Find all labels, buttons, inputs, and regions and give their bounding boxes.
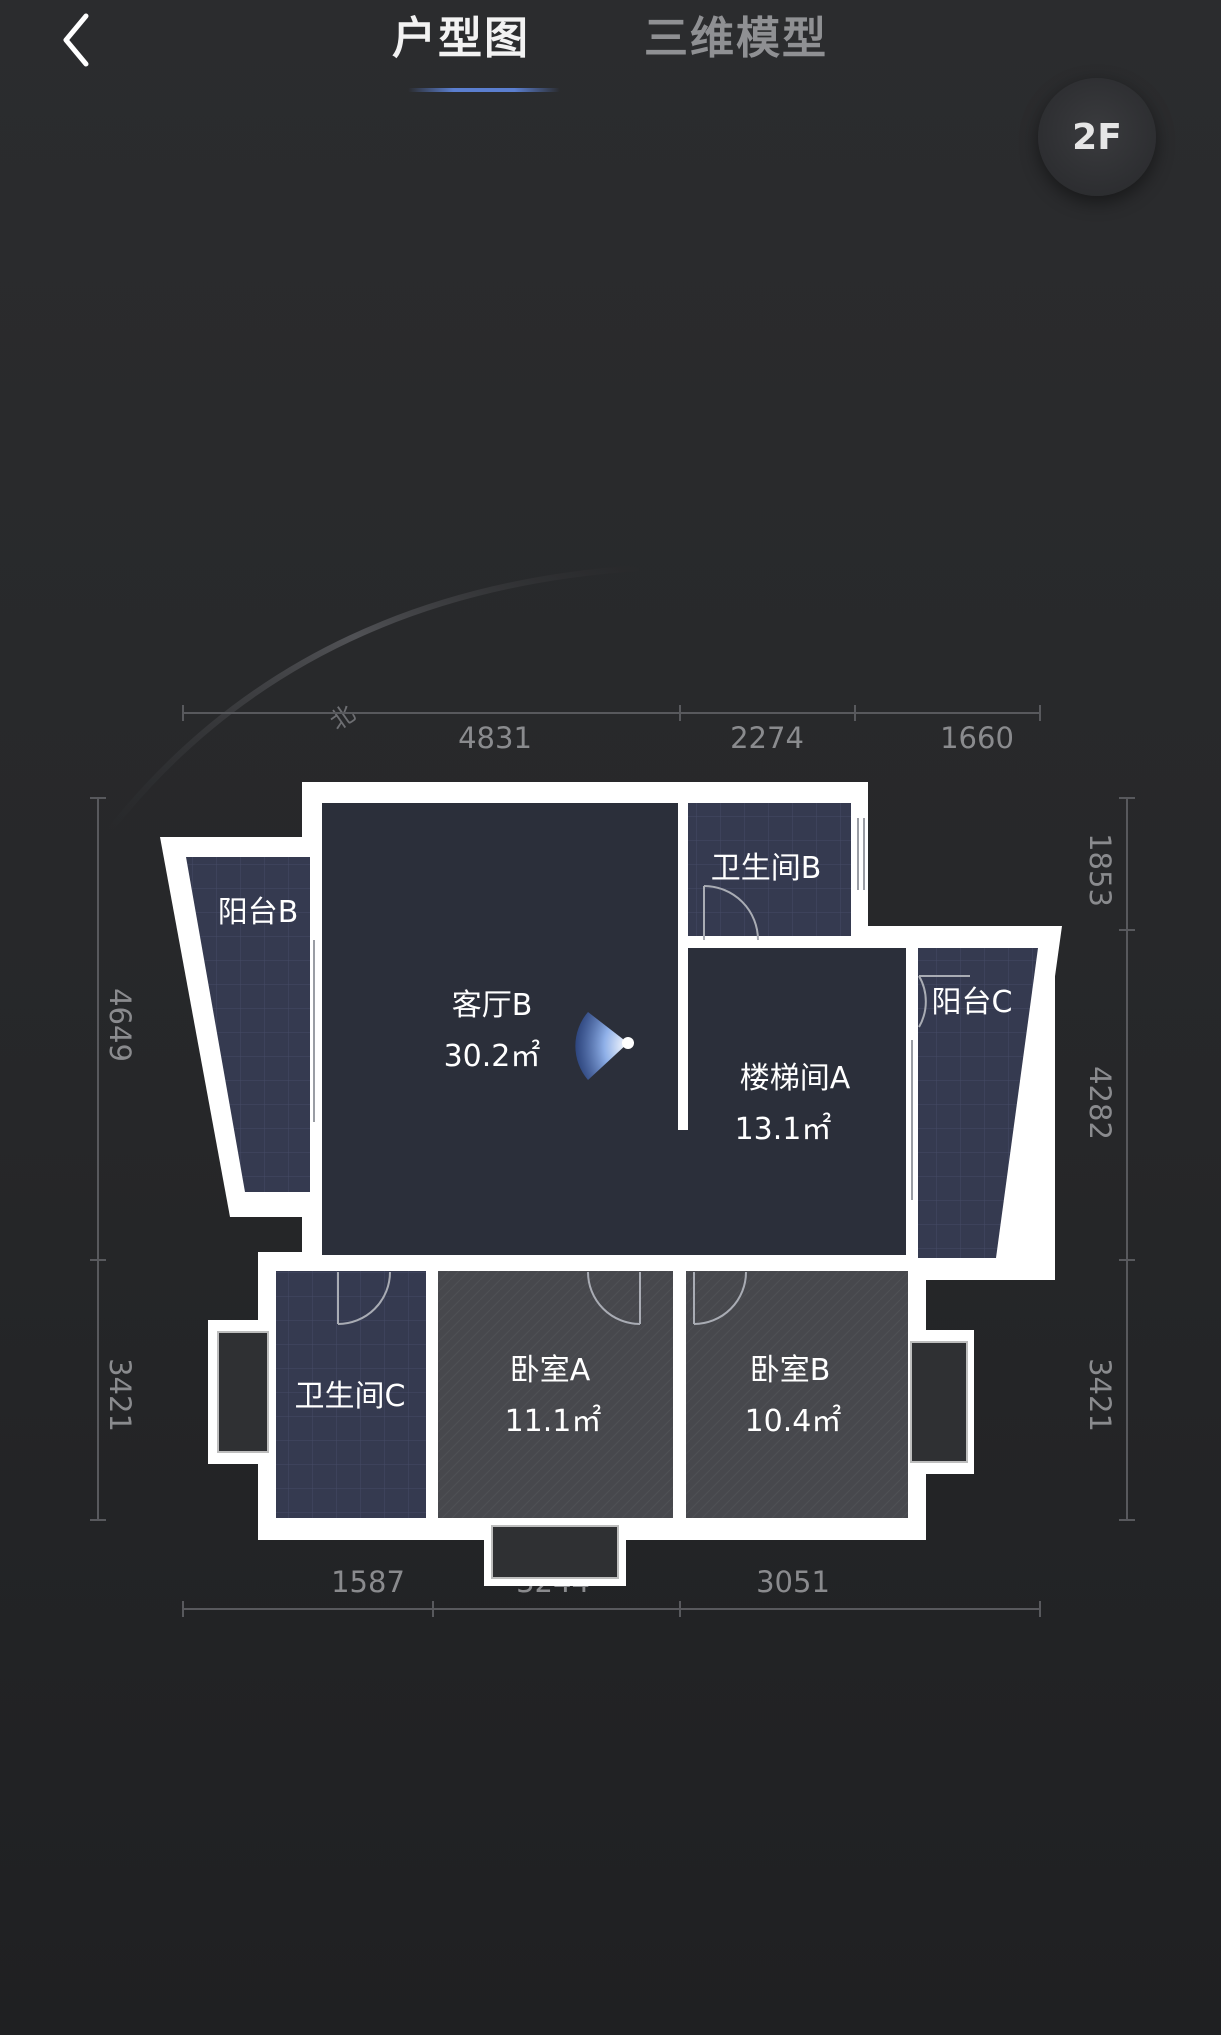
room-balcony-b[interactable]	[186, 857, 310, 1192]
room-living-b[interactable]	[322, 803, 678, 1255]
area-bedroom-a: 11.1㎡	[505, 1404, 602, 1439]
area-stairwell-a: 13.1㎡	[735, 1112, 832, 1147]
floor-selector-button[interactable]: 2F	[1038, 78, 1156, 196]
dimension-lines	[90, 705, 1135, 1617]
label-stairwell-a: 楼梯间A	[740, 1061, 851, 1096]
compass-arc	[107, 565, 641, 832]
north-label: 北	[325, 699, 361, 736]
room-bedroom-a[interactable]	[438, 1271, 673, 1518]
windows	[313, 818, 913, 1200]
room-bathroom-c[interactable]	[276, 1271, 426, 1518]
dim-top-2: 2274	[730, 721, 804, 755]
dim-right-2: 4282	[1083, 1066, 1117, 1140]
viewpoint-marker[interactable]	[575, 1012, 634, 1080]
dim-right-1: 1853	[1083, 833, 1117, 907]
label-balcony-c: 阳台C	[932, 985, 1013, 1020]
label-bathroom-c: 卫生间C	[295, 1379, 406, 1414]
active-tab-indicator	[408, 88, 560, 92]
room-balcony-c[interactable]	[918, 948, 1038, 1258]
area-bedroom-b: 10.4㎡	[745, 1404, 842, 1439]
tab-floor-plan[interactable]: 户型图	[392, 13, 530, 64]
label-living-b: 客厅B	[452, 988, 533, 1023]
doors	[337, 885, 970, 1325]
dim-bottom-1: 1587	[331, 1565, 405, 1599]
area-living-b: 30.2㎡	[444, 1039, 541, 1074]
label-bedroom-a: 卧室A	[510, 1353, 591, 1388]
dim-left-2: 3421	[103, 1358, 137, 1432]
dim-bottom-3: 3051	[756, 1565, 830, 1599]
room-stairwell-a[interactable]	[688, 948, 906, 1255]
view-tabs: 户型图 三维模型	[0, 0, 1221, 110]
label-bathroom-b: 卫生间B	[711, 851, 822, 886]
dim-left-1: 4649	[103, 988, 137, 1062]
label-bedroom-b: 卧室B	[750, 1353, 831, 1388]
dim-right-3: 3421	[1083, 1358, 1117, 1432]
tab-3d-model[interactable]: 三维模型	[644, 13, 828, 64]
label-balcony-b: 阳台B	[218, 895, 299, 930]
room-bathroom-b[interactable]	[688, 803, 851, 936]
back-button[interactable]	[50, 8, 110, 68]
chevron-left-icon	[63, 13, 89, 67]
dim-top-1: 4831	[458, 721, 532, 755]
room-bedroom-b[interactable]	[686, 1271, 908, 1518]
top-bar: 户型图 三维模型	[0, 0, 1221, 120]
rooms	[186, 803, 1038, 1579]
dim-top-3: 1660	[940, 721, 1014, 755]
